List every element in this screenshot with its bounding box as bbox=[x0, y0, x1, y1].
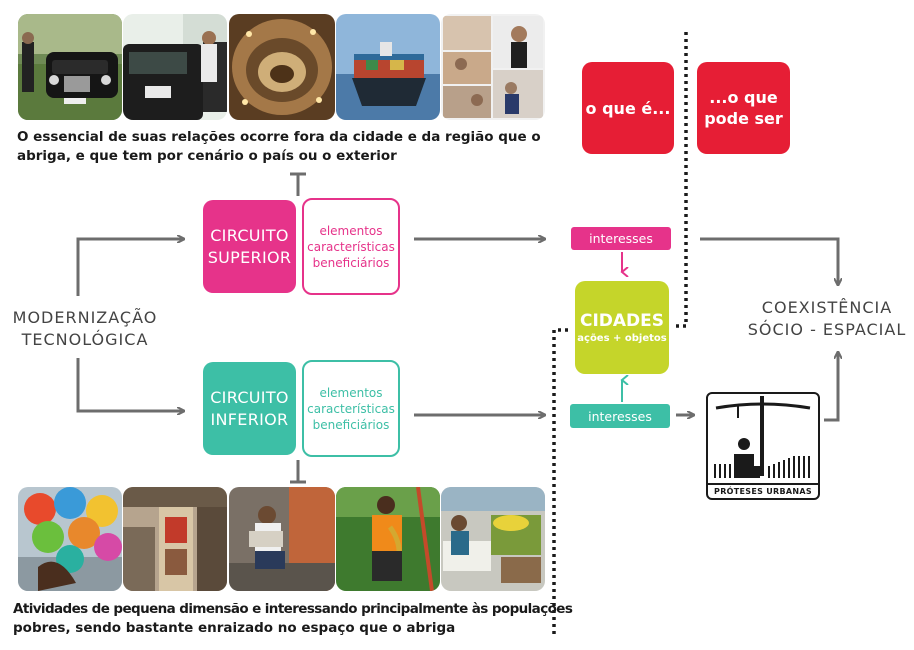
modernizacao-label: MODERNIZAÇÃO TECNOLÓGICA bbox=[4, 307, 166, 351]
arrow-modernizacao-inferior bbox=[76, 358, 184, 411]
circuito-superior-box: CIRCUITO SUPERIOR bbox=[203, 200, 296, 293]
dotted-divider-lower bbox=[552, 328, 568, 636]
proteses-urbanas-label: PRÓTESES URBANAS bbox=[708, 483, 818, 496]
circuito-inferior-box: CIRCUITO INFERIOR bbox=[203, 362, 296, 455]
photo-man-reading bbox=[229, 487, 335, 591]
cidades-box: CIDADES ações + objetos bbox=[575, 281, 669, 374]
proteses-urbanas-logo: PRÓTESES URBANAS bbox=[706, 392, 820, 500]
circuito-superior-item: elementos bbox=[319, 223, 383, 238]
photo-car-door bbox=[123, 14, 227, 120]
circuito-superior-item: características bbox=[307, 239, 395, 254]
photo-saxophone-player bbox=[336, 487, 440, 591]
o-que-e-label: o que é... bbox=[585, 98, 671, 118]
circuito-inferior-item: beneficiários bbox=[312, 417, 390, 432]
photo-business-meeting bbox=[441, 14, 545, 120]
modernizacao-line2: TECNOLÓGICA bbox=[21, 330, 149, 349]
circuito-inferior-item: características bbox=[307, 401, 395, 416]
interesses-bottom-tag: interesses bbox=[570, 404, 670, 428]
circuito-inferior-item: elementos bbox=[319, 385, 383, 400]
cidades-subtitle: ações + objetos bbox=[577, 332, 667, 344]
cidades-title: CIDADES bbox=[579, 310, 665, 331]
photo-black-cars bbox=[18, 14, 122, 120]
coexistencia-label: COEXISTÊNCIA SÓCIO - ESPACIAL bbox=[742, 297, 912, 341]
circuito-superior-title-line2: SUPERIOR bbox=[207, 247, 292, 267]
o-que-pode-ser-line1: ...o que bbox=[709, 88, 778, 107]
bottom-caption-line1: Atividades de pequena dimensão e interes… bbox=[13, 601, 573, 617]
top-caption-line2: abriga, e que tem por cenário o país ou … bbox=[17, 148, 397, 164]
top-caption: O essencial de suas relações ocorre fora… bbox=[17, 128, 577, 166]
circuito-inferior-list: elementos características beneficiários bbox=[302, 360, 400, 457]
top-caption-line1: O essencial de suas relações ocorre fora… bbox=[17, 129, 541, 145]
circuito-inferior-title-line2: INFERIOR bbox=[210, 409, 289, 429]
dotted-divider-upper bbox=[676, 32, 688, 328]
photo-container-ship bbox=[336, 14, 440, 120]
bottom-caption: Atividades de pequena dimensão e interes… bbox=[13, 600, 573, 638]
connector-superior-caption bbox=[290, 172, 306, 196]
circuito-inferior-title-line1: CIRCUITO bbox=[210, 387, 289, 407]
photo-colorful-baskets bbox=[18, 487, 122, 591]
photo-fruit-stand bbox=[441, 487, 545, 591]
circuito-superior-item: beneficiários bbox=[312, 255, 390, 270]
coexistencia-line1: COEXISTÊNCIA bbox=[761, 298, 893, 317]
o-que-pode-ser-line2: pode ser bbox=[704, 109, 783, 128]
modernizacao-line1: MODERNIZAÇÃO bbox=[12, 308, 158, 327]
connector-inferior-caption bbox=[290, 460, 306, 484]
photo-street-vendor bbox=[123, 487, 227, 591]
arrow-modernizacao-superior bbox=[76, 239, 184, 296]
bottom-caption-line2: pobres, sendo bastante enraizado no espa… bbox=[13, 620, 456, 636]
circuito-superior-list: elementos características beneficiários bbox=[302, 198, 400, 295]
o-que-e-box: o que é... bbox=[582, 62, 674, 154]
interesses-top-tag: interesses bbox=[571, 227, 671, 250]
coexistencia-line2: SÓCIO - ESPACIAL bbox=[747, 320, 907, 339]
proteses-urbanas-icon bbox=[714, 396, 811, 478]
o-que-pode-ser-box: ...o que pode ser bbox=[697, 62, 790, 154]
arrow-interesses-coexistencia bbox=[700, 237, 838, 285]
photo-shopping-mall bbox=[229, 14, 335, 120]
circuito-superior-title-line1: CIRCUITO bbox=[210, 225, 289, 245]
arrow-proteses-coexistencia bbox=[824, 352, 838, 422]
